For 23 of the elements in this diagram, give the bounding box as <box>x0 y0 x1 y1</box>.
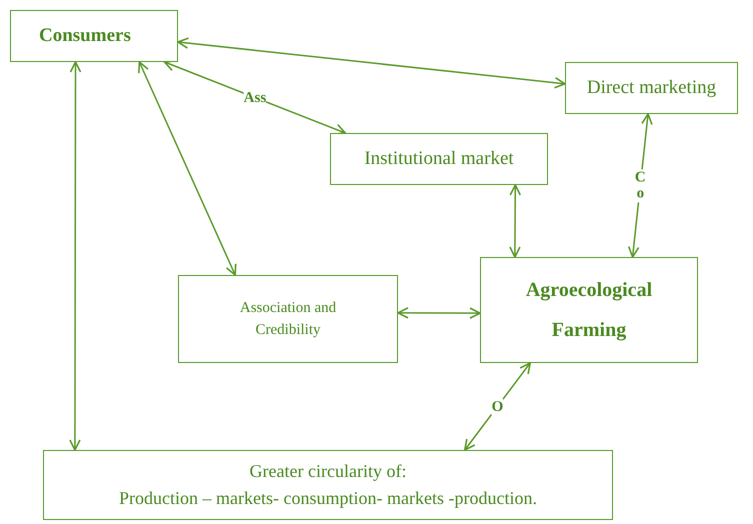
box-text: Institutional market <box>364 146 514 171</box>
double-arrow <box>69 61 82 451</box>
edge-label: C o <box>632 169 648 202</box>
edge-label: Ass <box>244 89 266 106</box>
box-text: Association and Credibility <box>238 298 338 340</box>
text-box <box>10 10 178 62</box>
box-text: Consumers <box>39 24 131 48</box>
text-box <box>178 275 398 363</box>
box-text: Greater circularity of: <box>250 460 406 483</box>
text-box <box>565 62 738 114</box>
edge-label: O <box>492 398 504 415</box>
double-arrow <box>177 37 566 89</box>
box-text: Agroecological Farming <box>524 278 654 343</box>
double-arrow <box>138 61 236 276</box>
double-arrow <box>509 184 522 258</box>
double-arrow <box>464 362 531 451</box>
text-box <box>330 133 548 185</box>
text-box <box>43 450 613 520</box>
box-text: Direct marketing <box>586 76 716 100</box>
double-arrow <box>397 307 481 319</box>
double-arrow <box>164 60 346 135</box>
text-box <box>480 257 698 363</box>
box-text: Production – markets- consumption- markets -production. <box>119 487 537 510</box>
